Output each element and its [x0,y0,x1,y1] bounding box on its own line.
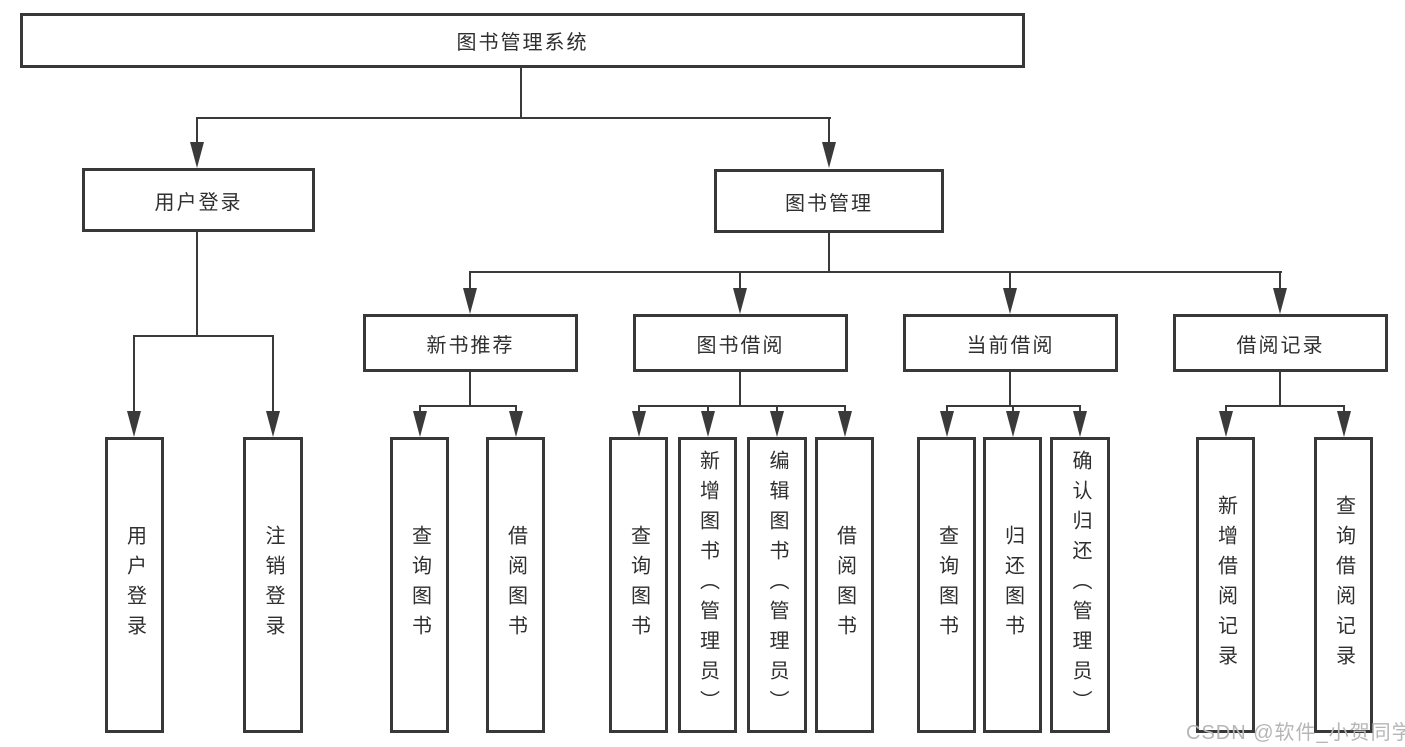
arrowhead-icon [1006,411,1020,437]
connector-line [419,405,516,407]
node-book-management: 图书管理 [714,169,944,233]
leaf-add-books-admin-label: 新增图书（管理员） [696,450,719,720]
connector-line [1079,405,1081,415]
connector-line [1009,372,1011,406]
connector-line [1009,271,1011,291]
connector-line [133,335,274,337]
leaf-add-borrow-record: 新增借阅记录 [1196,437,1255,733]
arrowhead-icon [1073,411,1087,437]
connector-line [776,405,778,415]
leaf-add-books-admin: 新增图书（管理员） [678,437,737,733]
node-book-management-label: 图书管理 [785,192,873,215]
leaf-borrow-books-1-label: 借阅图书 [504,525,527,645]
arrowhead-icon [1337,411,1351,437]
connector-line [638,405,845,407]
connector-line [739,271,741,291]
connector-line [1225,405,1227,415]
arrowhead-icon [1219,411,1233,437]
node-book-borrowing-label: 图书借阅 [696,334,785,357]
leaf-query-books-1-label: 查询图书 [408,525,431,645]
connector-line [520,68,522,118]
connector-line [1279,372,1281,406]
arrowhead-icon [413,411,427,437]
leaf-query-books-2: 查询图书 [609,437,668,733]
connector-line [196,117,198,145]
leaf-edit-books-admin: 编辑图书（管理员） [747,437,807,733]
leaf-return-books-label: 归还图书 [1001,525,1024,645]
leaf-query-books-1: 查询图书 [390,437,449,733]
arrowhead-icon [632,411,646,437]
connector-line [844,405,846,415]
connector-line [469,271,1282,273]
arrowhead-icon [463,288,477,314]
leaf-query-borrow-record: 查询借阅记录 [1314,437,1373,733]
arrowhead-icon [733,288,747,314]
arrowhead-icon [940,411,954,437]
arrowhead-icon [1273,288,1287,314]
csdn-watermark: CSDN @软件_小贺同学 [1186,722,1405,744]
leaf-user-login: 用户登录 [105,437,164,733]
node-current-borrowing-label: 当前借阅 [966,334,1055,357]
arrowhead-icon [770,411,784,437]
arrowhead-icon [127,411,141,437]
connector-line [739,372,741,406]
leaf-borrow-books-2: 借阅图书 [815,437,874,733]
connector-line [1343,405,1345,415]
leaf-borrow-books-1: 借阅图书 [486,437,545,733]
connector-line [419,405,421,415]
node-borrowing-records-label: 借阅记录 [1236,334,1325,357]
node-library-system-label: 图书管理系统 [456,32,589,54]
node-user-login-label: 用户登录 [154,191,243,214]
leaf-logout: 注销登录 [243,437,303,733]
leaf-logout-label: 注销登录 [262,525,284,645]
node-book-borrowing: 图书借阅 [633,314,848,372]
connector-line [828,233,830,273]
arrowhead-icon [1003,288,1017,314]
connector-line [707,405,709,415]
connector-line [1279,271,1281,291]
arrowhead-icon [190,142,204,168]
connector-line [828,117,830,145]
leaf-query-books-3-label: 查询图书 [935,525,958,645]
arrowhead-icon [701,411,715,437]
leaf-add-borrow-record-label: 新增借阅记录 [1214,495,1237,675]
leaf-user-login-label: 用户登录 [123,525,146,645]
connector-line [133,335,135,413]
node-library-system: 图书管理系统 [20,13,1025,68]
arrowhead-icon [509,411,523,437]
connector-line [638,405,640,415]
connector-line [469,271,471,291]
leaf-query-borrow-record-label: 查询借阅记录 [1332,495,1355,675]
leaf-query-books-3: 查询图书 [917,437,976,733]
node-new-book-recommend: 新书推荐 [363,314,578,372]
arrowhead-icon [266,411,280,437]
arrowhead-icon [822,142,836,168]
node-current-borrowing: 当前借阅 [903,314,1118,372]
connector-line [272,335,274,413]
connector-line [1225,405,1345,407]
leaf-borrow-books-2-label: 借阅图书 [833,525,856,645]
connector-line [469,372,471,406]
leaf-confirm-return-admin: 确认归还（管理员） [1050,437,1110,733]
leaf-return-books: 归还图书 [983,437,1042,733]
connector-line [515,405,517,415]
node-borrowing-records: 借阅记录 [1173,314,1388,372]
arrowhead-icon [838,411,852,437]
leaf-confirm-return-admin-label: 确认归还（管理员） [1069,450,1091,720]
connector-line [196,232,198,336]
node-new-book-recommend-label: 新书推荐 [426,334,515,357]
connector-line [197,117,831,119]
connector-line [946,405,948,415]
connector-line [1012,405,1014,415]
leaf-edit-books-admin-label: 编辑图书（管理员） [766,450,788,720]
node-user-login: 用户登录 [82,168,315,232]
leaf-query-books-2-label: 查询图书 [627,525,650,645]
